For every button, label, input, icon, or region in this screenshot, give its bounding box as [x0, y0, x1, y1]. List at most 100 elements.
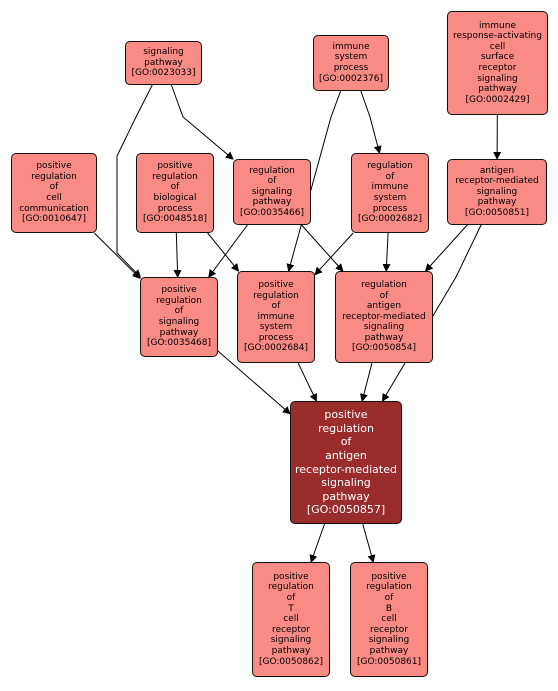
term-name-line: regulation [152, 171, 198, 182]
term-name-line: regulation [253, 290, 299, 301]
term-name-line: immune [257, 311, 295, 322]
term-id-label: [GO:0002684] [243, 343, 309, 354]
is-a-edge [362, 523, 376, 563]
term-name-line: system [334, 52, 368, 63]
term-id-label: [GO:0035466] [239, 207, 305, 218]
term-name-line: cell [381, 614, 397, 625]
term-name-line: process [333, 63, 369, 73]
is-a-edge [301, 224, 344, 272]
term-name-line: regulation [156, 295, 202, 306]
term-name-line: pathway [252, 197, 292, 208]
is-a-edge [359, 362, 373, 402]
term-name-line: receptor [272, 624, 310, 635]
is-a-edge [382, 232, 391, 272]
term-name-line: signaling [476, 186, 518, 197]
term-name-line: regulation [31, 171, 77, 182]
term-name-line: cell [283, 614, 299, 625]
term-name-line: positive [36, 161, 72, 172]
term-name-line: response-activating [453, 31, 542, 42]
term-name-line: regulation [366, 582, 412, 593]
term-name-line: of [271, 301, 281, 312]
term-id-label: [GO:0048518] [142, 214, 208, 225]
term-name-line: positive [273, 571, 309, 582]
term-name-line: signaling [477, 73, 518, 84]
term-name-line: receptor-mediated [294, 462, 397, 476]
term-name-line: cell [46, 193, 62, 203]
term-name-line: process [258, 332, 294, 343]
is-a-edge [173, 232, 182, 278]
term-name-line: of [379, 290, 389, 301]
term-name-line: receptor-mediated [342, 311, 426, 322]
term-name-line: signaling [270, 635, 312, 646]
term-name-line: receptor [478, 63, 517, 73]
is-a-edge [314, 232, 354, 276]
term-id-label: [GO:0050854] [351, 343, 417, 354]
term-name-line: pathway [322, 489, 370, 503]
is-a-edge [116, 84, 153, 278]
term-id-label: [GO:0002429] [465, 94, 530, 105]
term-id-label: [GO:0050861] [356, 656, 422, 667]
term-name-line: of [384, 593, 394, 604]
term-name-line: system [373, 193, 407, 203]
term-name-line: signaling [143, 47, 184, 58]
term-name-line: pathway [477, 197, 517, 208]
term-name-line: positive [371, 571, 407, 582]
term-name-line: communication [19, 203, 89, 214]
term-id-label: [GO:0002682] [357, 214, 423, 225]
is-a-edge [217, 350, 291, 415]
term-name-line: antigen [479, 165, 515, 176]
term-name-line: regulation [249, 165, 295, 176]
term-name-line: of [49, 182, 59, 193]
term-name-line: surface [480, 52, 515, 63]
term-name-line: of [174, 306, 184, 317]
term-name-line: cell [489, 41, 506, 52]
term-name-line: signaling [368, 635, 410, 646]
term-id-label: [GO:0010647] [21, 214, 87, 225]
term-name-line: process [372, 203, 408, 214]
is-a-edge [360, 90, 382, 154]
term-name-line: of [286, 593, 296, 604]
term-name-line: regulation [268, 582, 314, 593]
term-name-line: system [259, 322, 293, 333]
is-a-edge [93, 232, 141, 280]
term-name-line: of [385, 171, 395, 182]
term-id-label: [GO:0035468] [146, 338, 212, 349]
term-id-label: [GO:0050857] [306, 503, 386, 517]
term-name-line: immune [332, 41, 370, 52]
is-a-edge [424, 224, 468, 272]
term-name-line: signaling [321, 476, 371, 490]
term-name-line: signaling [363, 322, 405, 333]
term-id-label: [GO:0002376] [318, 73, 384, 84]
term-name-line: process [157, 203, 193, 214]
term-name-line: pathway [369, 645, 409, 656]
is-a-edge [170, 84, 234, 160]
term-id-label: [GO:0050862] [258, 656, 324, 667]
term-name-line: regulation [318, 421, 374, 435]
term-name-line: pathway [478, 84, 517, 95]
term-name-line: signaling [251, 186, 293, 197]
term-name-line: positive [157, 161, 193, 172]
term-name-line: regulation [367, 161, 413, 172]
term-name-line: positive [258, 279, 294, 290]
term-name-line: antigen [366, 301, 402, 312]
term-name-line: receptor-mediated [455, 176, 539, 187]
term-name-line: pathway [271, 645, 311, 656]
term-name-line: immune [479, 20, 516, 31]
term-name-line: pathway [159, 327, 199, 338]
term-name-line: of [340, 435, 352, 449]
term-name-line: regulation [361, 279, 407, 290]
